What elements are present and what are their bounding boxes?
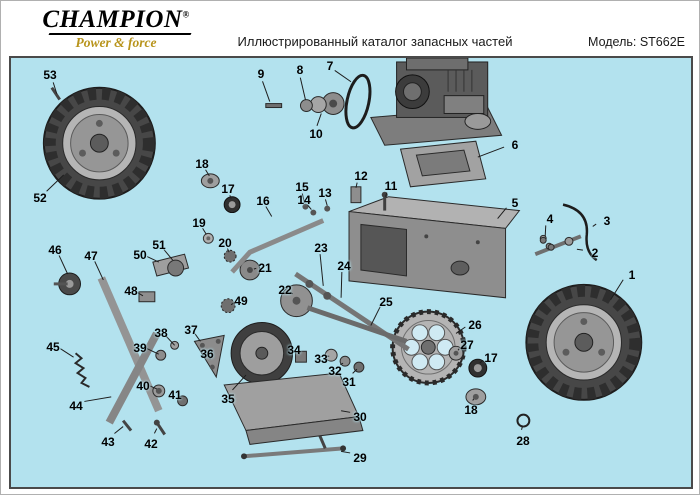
disc-crank-illustration [239,259,313,318]
callout-34: 34 [287,343,301,357]
rods-illustration [230,218,410,460]
callout-21: 21 [258,261,272,275]
registered-mark: ® [182,9,190,20]
frame-illustration [348,196,521,299]
callout-23: 23 [314,241,328,255]
callout-32: 32 [328,364,342,378]
callout-12: 12 [354,169,368,183]
callout-3: 3 [603,214,611,228]
friction-disc-illustration [230,322,294,385]
callout-42: 42 [144,437,158,451]
callout-11: 11 [384,179,398,193]
brand-text: CHAMPION [42,6,183,33]
champion-logo: CHAMPION® Power & force [35,6,197,51]
callout-47: 47 [84,249,98,263]
callout-10: 10 [309,127,323,141]
callout-29: 29 [353,451,367,465]
callout-18: 18 [195,157,209,171]
callout-15: 15 [295,180,309,194]
callout-6: 6 [511,138,519,152]
catalog-title: Иллюстрированный каталог запасных частей [237,34,513,49]
right-wheel-illustration [525,283,643,401]
mounting-plate-illustration [399,140,487,188]
callout-19: 19 [192,216,206,230]
callout-leader-lines [46,70,624,454]
small-fasteners-illustration [50,86,555,428]
logo-underline [48,33,192,36]
callout-30: 30 [353,410,367,424]
callout-31: 31 [342,375,356,389]
exploded-diagram-graphic [42,58,643,460]
callout-13: 13 [318,186,332,200]
callout-14: 14 [297,193,311,207]
belt-pulleys-illustration [265,73,372,130]
lever-assembly-illustration [53,253,236,436]
model-label: Модель: ST662E [588,35,685,49]
callout-17: 17 [484,351,498,365]
callout-35: 35 [221,392,235,406]
callout-17: 17 [221,182,235,196]
callout-46: 46 [48,243,62,257]
callout-37: 37 [184,323,198,337]
sprocket-illustration [390,309,467,386]
brand-name: CHAMPION® [35,6,197,33]
page-header: CHAMPION® Power & force Иллюстрированный… [1,1,699,56]
callout-18: 18 [464,403,478,417]
callout-33: 33 [314,352,328,366]
callout-4: 4 [546,212,554,226]
callout-25: 25 [379,295,393,309]
callout-40: 40 [136,379,150,393]
callout-20: 20 [218,236,232,250]
callout-39: 39 [133,341,147,355]
callout-16: 16 [256,194,270,208]
callout-5: 5 [511,196,519,210]
brand-tagline: Power & force [75,35,157,51]
callout-24: 24 [337,259,351,273]
skid-plate-illustration [223,372,364,445]
callout-9: 9 [257,67,265,81]
callout-1: 1 [628,268,636,282]
callout-28: 28 [516,434,530,448]
callout-26: 26 [468,318,482,332]
callout-50: 50 [133,248,147,262]
callout-22: 22 [278,283,292,297]
callout-53: 53 [43,68,57,82]
callout-48: 48 [124,284,138,298]
callout-36: 36 [200,347,214,361]
left-wheel-illustration [42,86,156,200]
callout-2: 2 [591,246,599,260]
callout-41: 41 [168,388,182,402]
callout-27: 27 [460,338,474,352]
callout-44: 44 [69,399,83,413]
callout-7: 7 [326,59,334,73]
callout-38: 38 [154,326,168,340]
callout-45: 45 [46,340,60,354]
callout-52: 52 [33,191,47,205]
engine-illustration [370,58,503,146]
axle-rod-illustration [534,203,598,262]
callout-51: 51 [152,238,166,252]
callout-43: 43 [101,435,115,449]
callout-49: 49 [234,294,248,308]
callout-8: 8 [296,63,304,77]
